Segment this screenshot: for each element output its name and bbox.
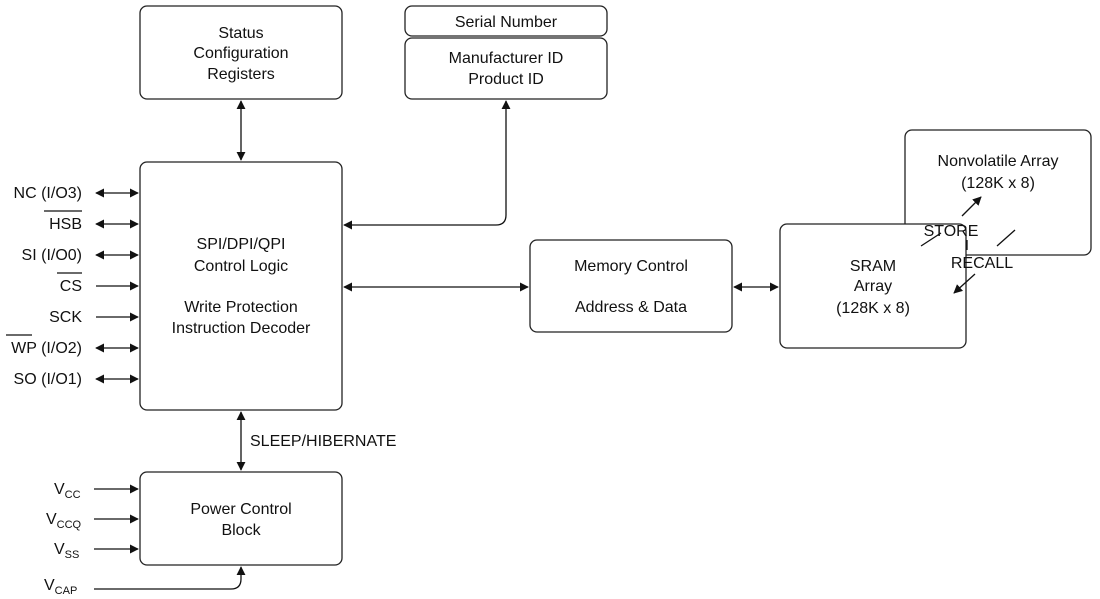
pin-wp-name: WP <box>11 340 36 357</box>
pin-nc-label: NC (I/O3) <box>14 185 82 202</box>
manufacturer-id-label: Manufacturer ID <box>449 50 564 67</box>
pin-vss: VSS <box>54 541 139 561</box>
pin-wp-label: WP (I/O2) <box>11 340 82 357</box>
memory-control-label: Memory Control <box>574 258 688 275</box>
pin-vccq-label: VCCQ <box>46 511 82 531</box>
pin-vcc-label: VCC <box>54 481 81 501</box>
pin-wp-suffix: (I/O2) <box>37 340 82 357</box>
pin-vss-label: VSS <box>54 541 79 561</box>
status-line-1: Status <box>218 25 263 42</box>
recall-arrow <box>953 273 976 294</box>
spi-control-logic-block: SPI/DPI/QPI Control Logic Write Protecti… <box>139 161 343 411</box>
pin-vcap-label: VCAP <box>44 577 77 597</box>
pin-si-label: SI (I/O0) <box>22 247 82 264</box>
pin-sck: SCK <box>49 309 139 326</box>
status-line-3: Registers <box>207 66 275 83</box>
pin-so: SO (I/O1) <box>14 371 139 388</box>
sram-array-block: SRAM Array (128K x 8) <box>779 223 967 349</box>
pin-sck-label: SCK <box>49 309 82 326</box>
serial-number-block: Serial Number <box>404 5 608 37</box>
store-label: STORE <box>924 223 979 240</box>
recall-label: RECALL <box>951 255 1013 272</box>
pin-cs-label: CS <box>60 278 82 295</box>
sram-size: (128K x 8) <box>836 300 910 317</box>
status-line-2: Configuration <box>193 45 288 62</box>
spi-line-3: Write Protection <box>184 299 298 316</box>
pin-hsb-label: HSB <box>49 216 82 233</box>
pin-vcap-main: V <box>44 577 55 594</box>
serial-number-label: Serial Number <box>455 14 558 31</box>
spi-line-1: SPI/DPI/QPI <box>197 236 286 253</box>
sram-array-label: Array <box>854 278 892 295</box>
pin-vccq-sub: CCQ <box>57 519 82 531</box>
spi-line-4: Instruction Decoder <box>172 320 311 337</box>
address-data-label: Address & Data <box>575 299 687 316</box>
manufacturer-id-block: Manufacturer ID Product ID <box>404 37 608 100</box>
pin-so-label: SO (I/O1) <box>14 371 82 388</box>
sram-label: SRAM <box>850 258 896 275</box>
pin-cs: CS <box>57 272 139 295</box>
pin-si: SI (I/O0) <box>22 247 139 264</box>
power-control-block: Power Control Block <box>139 471 343 566</box>
spi-line-2: Control Logic <box>194 258 288 275</box>
sleep-hibernate-label: SLEEP/HIBERNATE <box>250 433 396 450</box>
nonvolatile-label: Nonvolatile Array <box>938 153 1059 170</box>
pin-hsb: HSB <box>44 210 139 233</box>
pin-vss-sub: SS <box>65 549 80 561</box>
status-config-registers-block: Status Configuration Registers <box>139 5 343 100</box>
pin-nc: NC (I/O3) <box>14 185 139 202</box>
power-line-1: Power Control <box>190 501 291 518</box>
pin-vcap-sub: CAP <box>55 585 78 597</box>
pin-vcap-arrow <box>94 566 246 590</box>
power-line-2: Block <box>221 522 261 539</box>
store-arrow <box>961 196 982 217</box>
id-spi-link <box>343 100 511 230</box>
pin-vcc: VCC <box>54 481 139 501</box>
pin-vcap: VCAP <box>44 566 246 597</box>
product-id-label: Product ID <box>468 71 544 88</box>
pin-vss-main: V <box>54 541 65 558</box>
pin-vcc-main: V <box>54 481 65 498</box>
pin-vcc-sub: CC <box>65 489 81 501</box>
pin-wp: WP (I/O2) <box>6 334 139 357</box>
recall-arrow-tail <box>996 229 1016 247</box>
pin-vccq: VCCQ <box>46 511 139 531</box>
pin-vccq-main: V <box>46 511 57 528</box>
nonvolatile-size: (128K x 8) <box>961 175 1035 192</box>
store-arrow-tail <box>920 232 942 247</box>
memory-control-block: Memory Control Address & Data <box>529 239 733 333</box>
